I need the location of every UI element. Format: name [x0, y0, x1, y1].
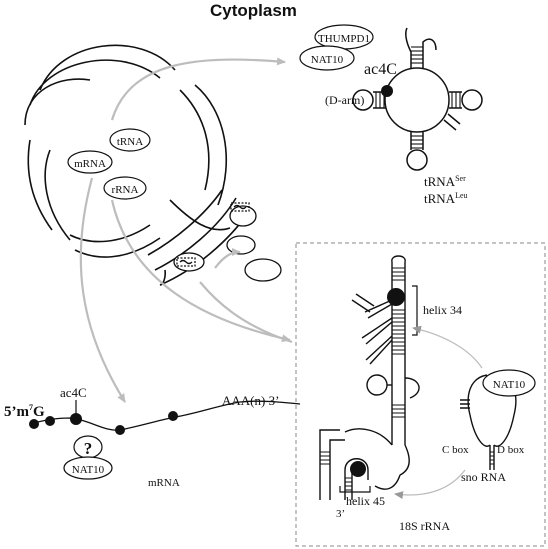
helix34-bracket [412, 285, 418, 336]
label-mrna: mRNA [74, 158, 106, 170]
trna-enzymes: THUMPD1 NAT10 [299, 24, 374, 71]
helix45-bracket [339, 486, 371, 493]
nucleus-rna-labels: tRNA mRNA rRNA [67, 128, 151, 200]
rrna-name-label: 18S rRNA [399, 519, 450, 533]
helix45-label: helix 45 [346, 494, 385, 508]
mrna-polya-label: AAA(n) 3’ [222, 393, 279, 408]
transport-arrows [79, 57, 293, 403]
snorna-label: sno RNA [461, 470, 506, 484]
trna-region-label: (D-arm) [325, 93, 364, 107]
mrna-cap-label: 5’m7G [4, 403, 45, 420]
enzyme-nat10-mrna: NAT10 [72, 464, 105, 476]
guide-arrows [394, 325, 483, 500]
d-box-label: D box [497, 444, 525, 456]
trna-species-leu: tRNALeu [424, 191, 468, 206]
mrna-site-1 [29, 419, 39, 429]
mrna-ac4c-label: ac4C [60, 385, 87, 400]
arrow-er-to-rrna [199, 281, 293, 344]
ac4c-site-helix34 [387, 288, 405, 306]
nat10-bubble-rrna [482, 369, 536, 397]
rrna-panel-border [295, 242, 546, 547]
mrna-site-4 [168, 411, 178, 421]
unknown-reader-label: ? [84, 439, 93, 458]
c-box-label: C box [442, 444, 469, 456]
mrna-name-label: mRNA [148, 477, 180, 489]
nucleus-membrane [24, 44, 231, 258]
trna-structure [352, 27, 483, 171]
arrow-to-rrna [110, 199, 291, 343]
enzyme-nat10-rrna: NAT10 [493, 379, 526, 391]
ac4c-site-helix45 [350, 461, 366, 477]
arrow-to-trna [110, 57, 286, 121]
rrna-bubble [103, 176, 147, 200]
helix34-label: helix 34 [423, 303, 462, 317]
nat10-bubble-trna [299, 45, 355, 71]
arrow-vesicle [214, 248, 241, 269]
label-trna: tRNA [117, 136, 143, 148]
mrna-site-2 [45, 416, 55, 426]
nat10-bubble-mrna [63, 456, 113, 480]
title: Cytoplasm [210, 1, 297, 20]
arrow-to-mrna [79, 177, 126, 403]
mrna-bubble [67, 150, 113, 174]
ac4c-site-trna [381, 85, 393, 97]
rrna-structure [319, 255, 420, 500]
mrna-strand [29, 400, 301, 435]
trna-bubble [109, 128, 151, 152]
enzyme-nat10-trna: NAT10 [311, 54, 344, 66]
label-rrna: rRNA [112, 184, 139, 196]
mrna-site-3 [115, 425, 125, 435]
trna-ac4c-label: ac4C [364, 61, 397, 78]
mrna-site-ac4c [70, 413, 82, 425]
trna-species-ser: tRNASer [424, 174, 466, 189]
vesicles [173, 202, 282, 282]
rrna-three-prime-label: 3’ [336, 508, 345, 520]
enzyme-thumpd1: THUMPD1 [318, 33, 370, 45]
